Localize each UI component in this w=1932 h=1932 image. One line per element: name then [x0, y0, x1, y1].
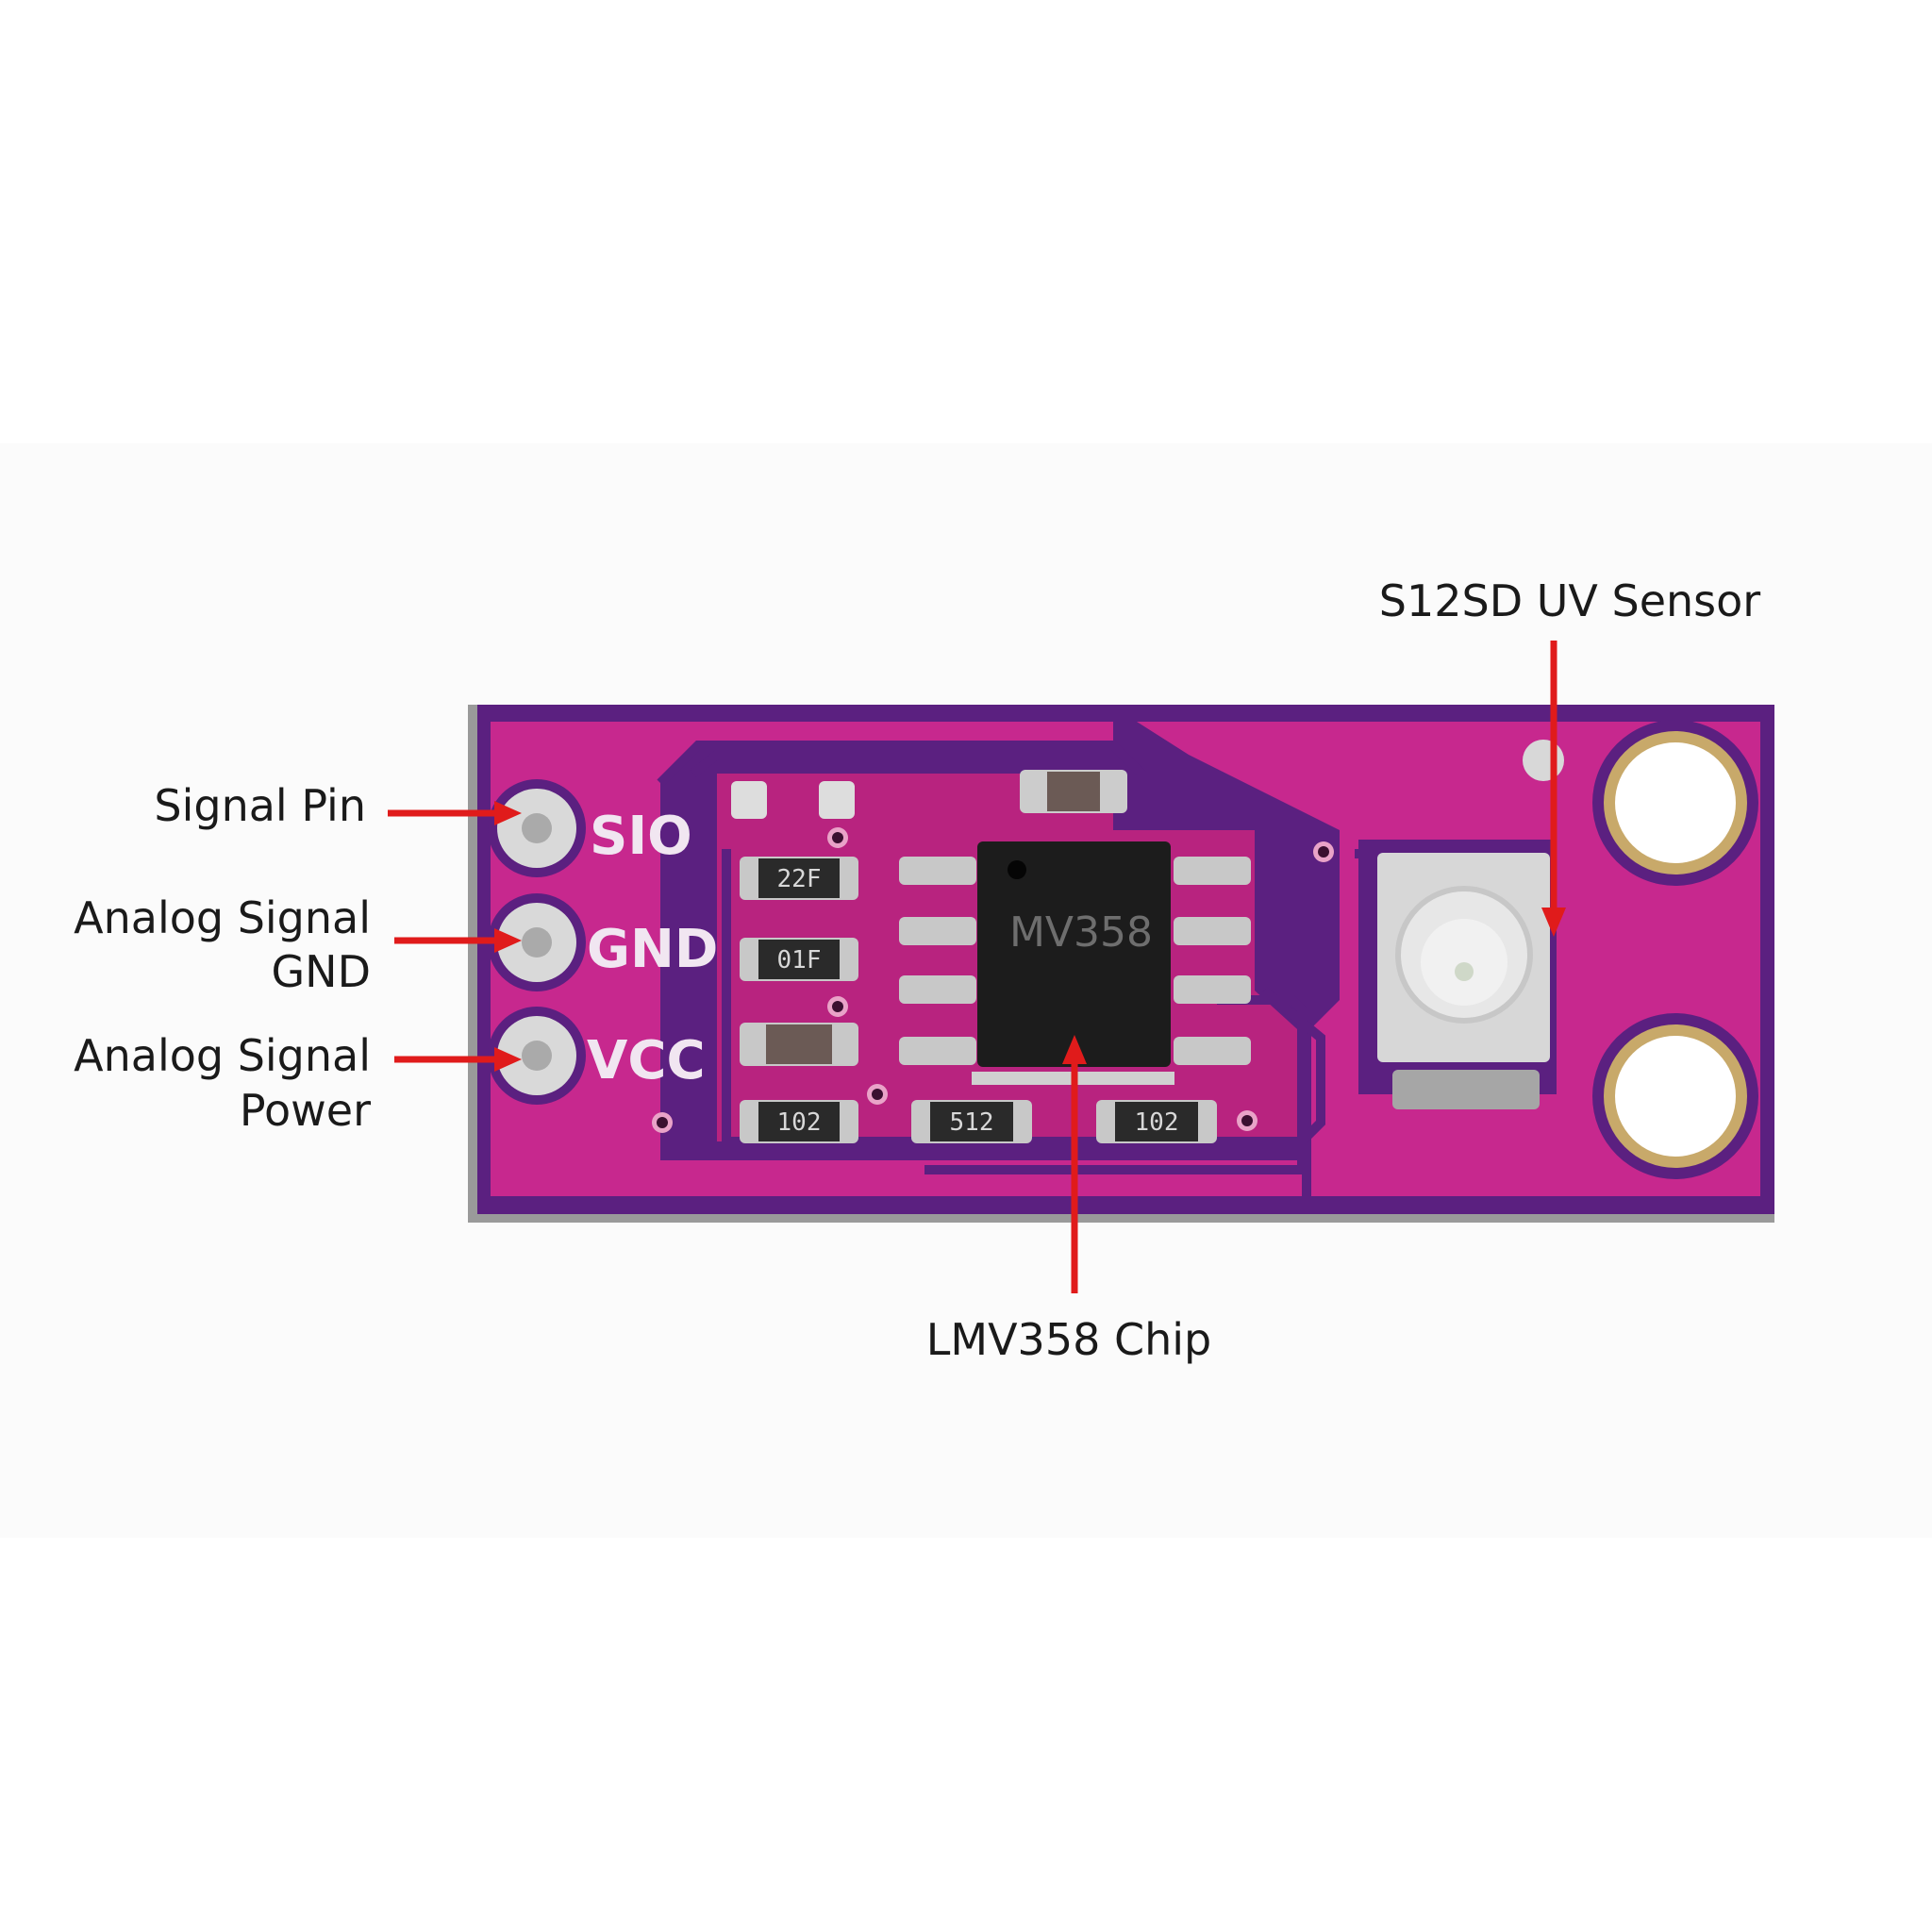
resistor-512: 512 — [911, 1100, 1032, 1143]
pin-pad-gnd — [488, 893, 586, 991]
capacitor — [1020, 770, 1127, 813]
silk-label-sio: SIO — [590, 806, 692, 867]
chip-marking: MV358 — [1009, 908, 1153, 957]
pcb-board: SIO GND VCC 22F 01F 102 512 — [468, 705, 1774, 1223]
label-chip: LMV358 Chip — [926, 1314, 1211, 1365]
svg-text:512: 512 — [950, 1108, 994, 1137]
arrow-analog-power — [394, 1047, 522, 1072]
arrow-signal-pin — [388, 801, 522, 825]
mounting-hole — [1592, 720, 1758, 886]
label-analog-power-line1: Analog Signal — [74, 1030, 371, 1081]
label-analog-gnd-line2: GND — [272, 946, 371, 997]
capacitor — [740, 1023, 858, 1066]
svg-text:22F: 22F — [777, 865, 822, 893]
pin-pad-vcc — [488, 1007, 586, 1105]
label-signal-pin: Signal Pin — [154, 780, 366, 831]
annotation-arrows — [388, 641, 1566, 1293]
label-analog-power-line2: Power — [240, 1085, 371, 1136]
silk-label-gnd: GND — [587, 919, 718, 980]
resistor-01f: 01F — [740, 938, 858, 981]
resistor-22f: 22F — [740, 857, 858, 900]
svg-text:01F: 01F — [777, 946, 822, 974]
mounting-hole — [1592, 1013, 1758, 1179]
arrow-uv-sensor — [1541, 641, 1566, 937]
label-uv-sensor: S12SD UV Sensor — [1379, 575, 1760, 626]
svg-text:102: 102 — [1135, 1108, 1179, 1137]
silk-label-vcc: VCC — [587, 1030, 706, 1091]
pin-pad-sio — [488, 779, 586, 877]
s12sd-uv-sensor — [1377, 853, 1550, 1109]
via — [1523, 740, 1564, 781]
arrow-chip — [1062, 1035, 1087, 1293]
resistor-102: 102 — [740, 1100, 858, 1143]
lmv358-chip: MV358 — [899, 841, 1251, 1085]
arrow-analog-gnd — [394, 928, 522, 953]
svg-text:102: 102 — [777, 1108, 822, 1137]
resistor-102: 102 — [1096, 1100, 1217, 1143]
label-analog-gnd-line1: Analog Signal — [74, 892, 371, 943]
